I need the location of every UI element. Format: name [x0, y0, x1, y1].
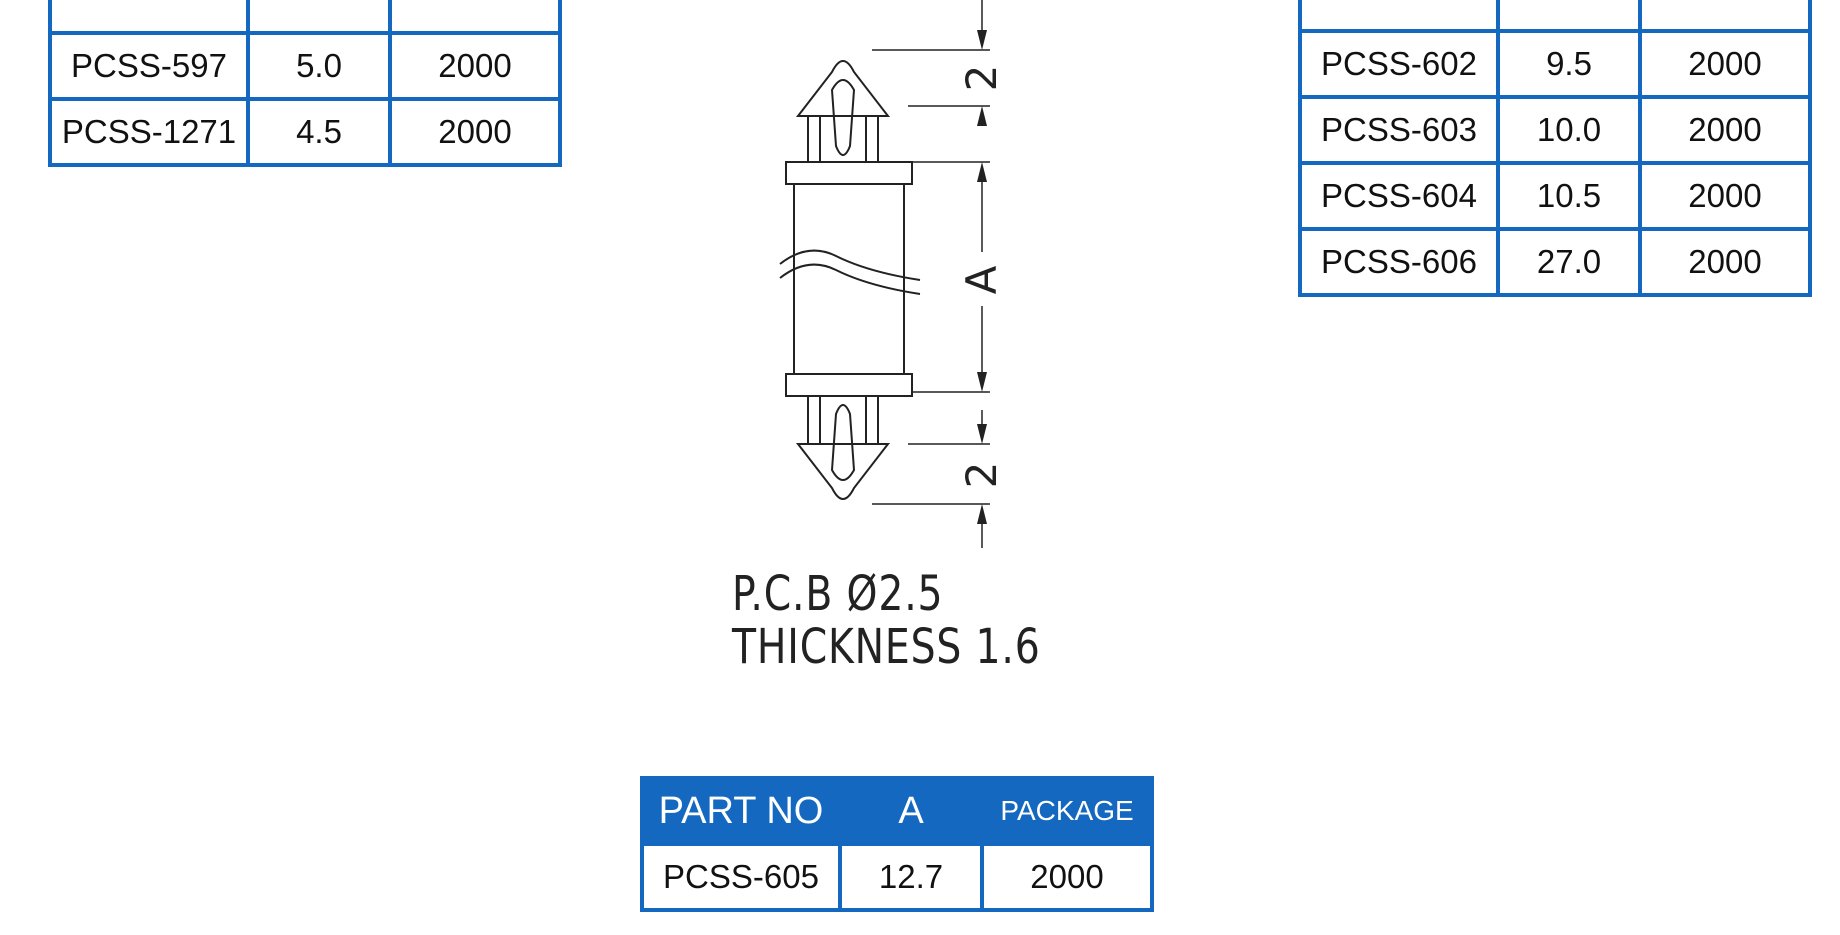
table-cell	[1496, 0, 1642, 33]
dimension-a-cell: 5.0	[246, 31, 392, 101]
dimension-a-cell: 10.0	[1496, 95, 1642, 165]
dim-arrow	[977, 424, 987, 444]
dim-arrow	[977, 30, 987, 50]
pcb-thickness-note: THICKNESS 1.6	[732, 619, 1041, 675]
table-row: PCSS-1271 4.5 2000	[48, 97, 562, 167]
top-flange	[785, 161, 913, 185]
dimension-label-a: A	[957, 265, 1006, 294]
table-header-row: PART NO A PACKAGE	[640, 776, 1154, 846]
table-cell	[388, 0, 562, 35]
package-cell: 2000	[388, 31, 562, 101]
table-row: PCSS-604 10.5 2000	[1298, 161, 1812, 231]
dim-arrow	[977, 106, 987, 126]
dimension-a-cell: 12.7	[838, 842, 984, 912]
dimension-a-header: A	[838, 776, 984, 846]
parts-table-bottom: PART NO A PACKAGE PCSS-605 12.7 2000	[640, 776, 1154, 912]
package-cell: 2000	[1638, 161, 1812, 231]
package-cell: 2000	[388, 97, 562, 167]
top-clip-outline	[795, 60, 891, 117]
table-row: PCSS-597 5.0 2000	[48, 31, 562, 101]
part-number-cell: PCSS-1271	[48, 97, 250, 167]
bottom-flange	[785, 373, 913, 397]
table-row: PCSS-606 27.0 2000	[1298, 227, 1812, 297]
package-cell: 2000	[1638, 227, 1812, 297]
table-cell	[246, 0, 392, 35]
table-row: PCSS-602 9.5 2000	[1298, 29, 1812, 99]
parts-table-left: PCSS-597 5.0 2000 PCSS-1271 4.5 2000	[48, 0, 562, 167]
part-number-cell: PCSS-606	[1298, 227, 1500, 297]
dimension-a-cell: 4.5	[246, 97, 392, 167]
package-cell: 2000	[1638, 95, 1812, 165]
table-row-header-cut	[48, 0, 562, 35]
bottom-clip-outline	[795, 443, 891, 500]
pcb-hole-note: P.C.B Ø2.5	[732, 566, 944, 622]
parts-table-right: PCSS-602 9.5 2000 PCSS-603 10.0 2000 PCS…	[1298, 0, 1812, 297]
bottom-clip-slot	[830, 404, 856, 481]
top-clip-slot	[830, 79, 856, 156]
dim-arrow	[977, 162, 987, 182]
dimension-a-cell: 9.5	[1496, 29, 1642, 99]
part-number-cell: PCSS-597	[48, 31, 250, 101]
table-row-header-cut	[1298, 0, 1812, 33]
table-row: PCSS-605 12.7 2000	[640, 842, 1154, 912]
part-number-cell: PCSS-604	[1298, 161, 1500, 231]
part-no-header: PART NO	[640, 776, 842, 846]
dim-arrow	[977, 504, 987, 524]
package-cell: 2000	[980, 842, 1154, 912]
package-cell: 2000	[1638, 29, 1812, 99]
table-cell	[1638, 0, 1812, 33]
break-line-upper	[779, 249, 921, 281]
dimension-label-bottom: 2	[957, 462, 1006, 489]
dimension-a-cell: 10.5	[1496, 161, 1642, 231]
package-header: PACKAGE	[980, 776, 1154, 846]
dimension-label-top: 2	[957, 65, 1006, 92]
break-line-lower	[779, 263, 921, 295]
dim-arrow	[977, 372, 987, 392]
part-number-cell: PCSS-603	[1298, 95, 1500, 165]
table-cell	[1298, 0, 1500, 33]
part-number-cell: PCSS-602	[1298, 29, 1500, 99]
table-cell	[48, 0, 250, 35]
spacer-technical-drawing: 2 A 2	[779, 0, 1006, 548]
table-row: PCSS-603 10.0 2000	[1298, 95, 1812, 165]
part-number-cell: PCSS-605	[640, 842, 842, 912]
dimension-a-cell: 27.0	[1496, 227, 1642, 297]
